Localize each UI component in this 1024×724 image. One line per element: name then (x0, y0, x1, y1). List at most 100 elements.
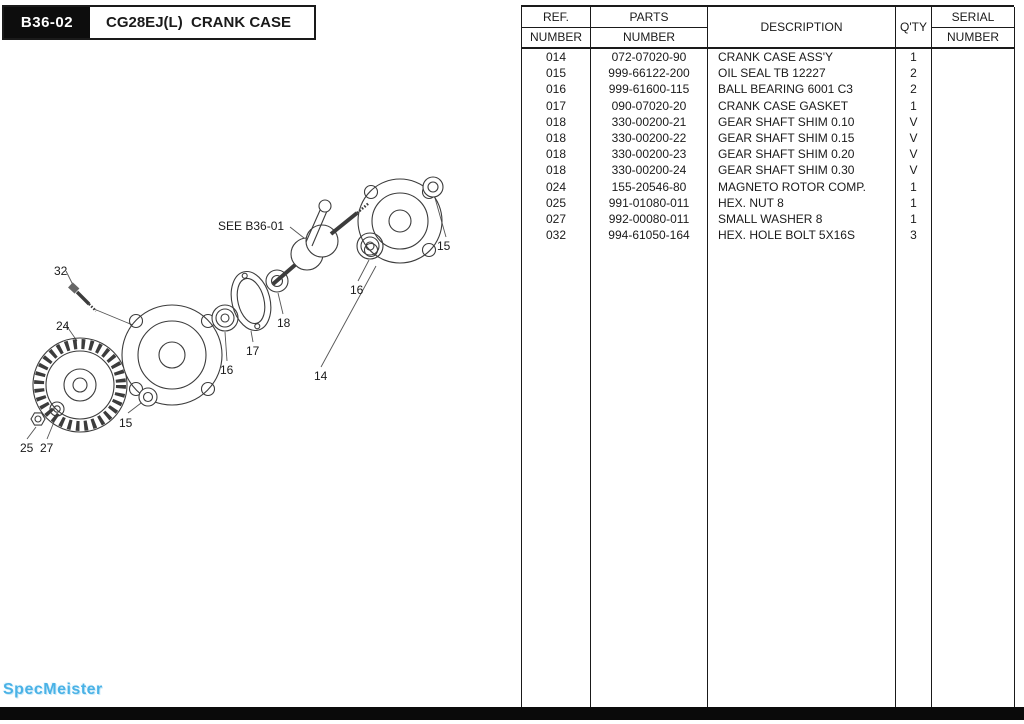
cell-desc-11: HEX. HOLE BOLT 5X16S (708, 227, 896, 244)
cell-part-6: 330-00200-23 (591, 146, 708, 163)
cell-part-10: 992-00080-011 (591, 210, 708, 228)
oil-seal-left-drawing (138, 387, 158, 407)
column-filler (522, 243, 591, 708)
cell-serial-7 (932, 162, 1015, 179)
cell-desc-2: BALL BEARING 6001 C3 (708, 81, 896, 98)
cell-serial-4 (932, 113, 1015, 130)
cell-ref-5: 018 (522, 129, 591, 147)
callout-15-right: 15 (437, 239, 451, 253)
page-title: CG28EJ(L) CRANK CASE (106, 14, 292, 31)
col-header-ref-bottom: NUMBER (529, 30, 582, 45)
cell-serial-0 (932, 49, 1015, 66)
cell-serial-10 (932, 210, 1015, 228)
col-header-description-label: DESCRIPTION (760, 20, 843, 34)
col-header-serial-bottom: NUMBER (946, 30, 999, 45)
bolt-drawing (68, 282, 97, 312)
col-header-parts-top: PARTS (591, 7, 707, 28)
callout-27: 27 (40, 441, 54, 455)
cell-desc-0: CRANK CASE ASS'Y (708, 49, 896, 66)
cell-qty-5: V (896, 129, 932, 147)
cell-part-4: 330-00200-21 (591, 113, 708, 130)
crank-case-right-drawing (357, 178, 443, 264)
cell-ref-11: 032 (522, 227, 591, 244)
cell-ref-7: 018 (522, 162, 591, 179)
cell-desc-1: OIL SEAL TB 12227 (708, 65, 896, 82)
cell-ref-2: 016 (522, 81, 591, 98)
oil-seal-right-drawing (422, 176, 444, 198)
hex-nut-drawing (30, 412, 46, 426)
watermark: SpecMeister (3, 681, 103, 698)
column-filler (896, 243, 932, 708)
cell-ref-1: 015 (522, 65, 591, 82)
magneto-rotor-drawing (32, 337, 128, 433)
callout-24: 24 (56, 319, 70, 333)
cell-desc-4: GEAR SHAFT SHIM 0.10 (708, 113, 896, 130)
cell-qty-3: 1 (896, 97, 932, 114)
crank-case-left-drawing (121, 304, 223, 406)
cell-part-0: 072-07020-90 (591, 49, 708, 66)
callout-25: 25 (20, 441, 34, 455)
callout-14: 14 (314, 369, 328, 383)
cell-part-8: 155-20546-80 (591, 178, 708, 195)
cell-part-11: 994-61050-164 (591, 227, 708, 244)
callout-32: 32 (54, 264, 68, 278)
callout-16-left: 16 (220, 363, 234, 377)
callout-16-right: 16 (350, 283, 364, 297)
cell-qty-4: V (896, 113, 932, 130)
col-header-serial-top: SERIAL (932, 7, 1014, 28)
cell-ref-10: 027 (522, 210, 591, 228)
gasket-drawing (230, 270, 272, 332)
cell-serial-2 (932, 81, 1015, 98)
cell-qty-9: 1 (896, 194, 932, 211)
column-filler (932, 243, 1015, 708)
cell-qty-6: V (896, 146, 932, 163)
cell-qty-11: 3 (896, 227, 932, 244)
cell-part-9: 991-01080-011 (591, 194, 708, 211)
cell-desc-6: GEAR SHAFT SHIM 0.20 (708, 146, 896, 163)
cell-qty-1: 2 (896, 65, 932, 82)
col-header-description: DESCRIPTION (708, 7, 896, 49)
col-header-parts-bottom: NUMBER (622, 30, 675, 45)
page-header: B36-02 CG28EJ(L) CRANK CASE (2, 5, 316, 40)
cell-part-2: 999-61600-115 (591, 81, 708, 98)
callout-see-b36-01: SEE B36-01 (218, 219, 285, 233)
cell-qty-7: V (896, 162, 932, 179)
col-header-serial: SERIAL NUMBER (932, 7, 1015, 49)
cell-part-7: 330-00200-24 (591, 162, 708, 179)
cell-desc-8: MAGNETO ROTOR COMP. (708, 178, 896, 195)
exploded-diagram (26, 176, 447, 440)
cell-serial-6 (932, 146, 1015, 163)
page-code-badge: B36-02 (4, 7, 90, 38)
cell-ref-4: 018 (522, 113, 591, 130)
cell-part-1: 999-66122-200 (591, 65, 708, 82)
callout-15-left: 15 (119, 416, 133, 430)
washer-drawing (49, 401, 65, 417)
cell-desc-9: HEX. NUT 8 (708, 194, 896, 211)
crankshaft-drawing (271, 199, 370, 286)
cell-qty-2: 2 (896, 81, 932, 98)
cell-qty-0: 1 (896, 49, 932, 66)
column-filler (708, 243, 896, 708)
cell-qty-10: 1 (896, 210, 932, 228)
cell-part-3: 090-07020-20 (591, 97, 708, 114)
cell-desc-5: GEAR SHAFT SHIM 0.15 (708, 129, 896, 147)
bottom-bar (0, 707, 1024, 720)
column-filler (591, 243, 708, 708)
cell-serial-8 (932, 178, 1015, 195)
col-header-ref-top: REF. (522, 7, 590, 28)
cell-serial-11 (932, 227, 1015, 244)
cell-serial-5 (932, 129, 1015, 147)
cell-ref-6: 018 (522, 146, 591, 163)
cell-ref-3: 017 (522, 97, 591, 114)
cell-serial-3 (932, 97, 1015, 114)
col-header-parts: PARTS NUMBER (591, 7, 708, 49)
cell-ref-8: 024 (522, 178, 591, 195)
callout-17: 17 (246, 344, 260, 358)
cell-ref-0: 014 (522, 49, 591, 66)
cell-desc-3: CRANK CASE GASKET (708, 97, 896, 114)
bearing-left-drawing (211, 304, 239, 332)
cell-ref-9: 025 (522, 194, 591, 211)
col-header-qty-label: Q'TY (900, 20, 927, 34)
parts-table: REF. NUMBER PARTS NUMBER DESCRIPTION Q'T… (521, 5, 1015, 708)
